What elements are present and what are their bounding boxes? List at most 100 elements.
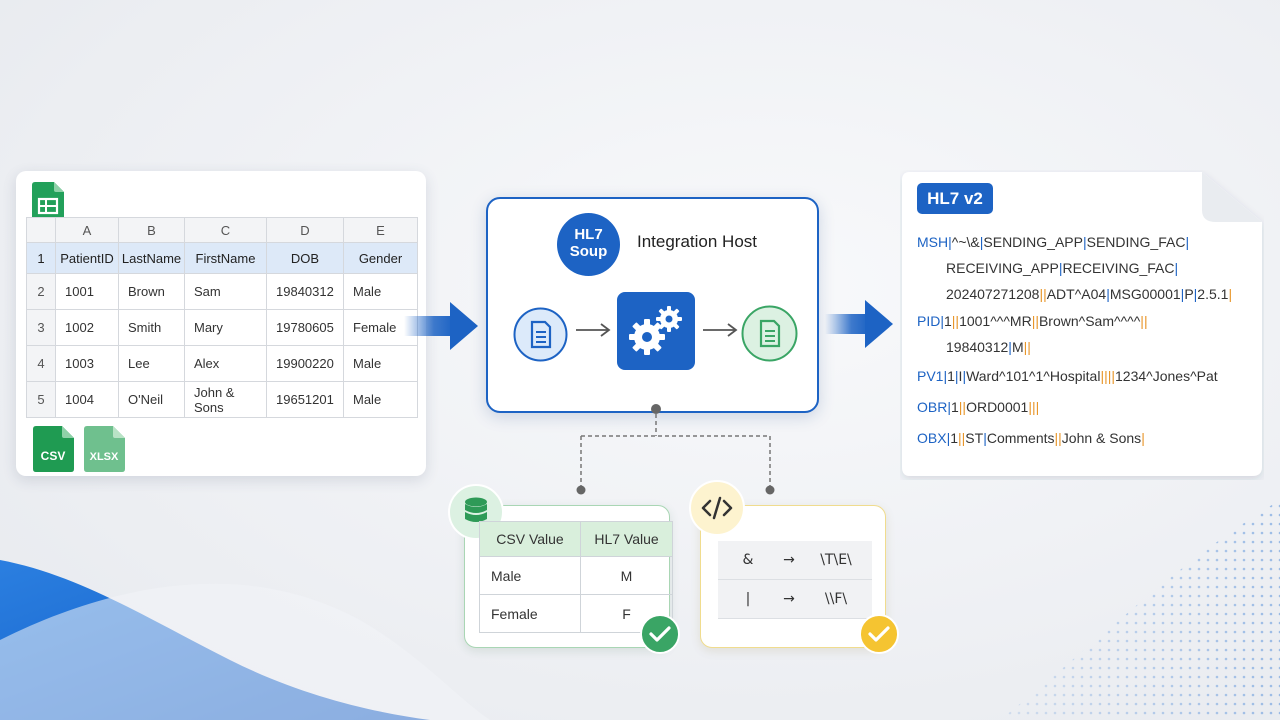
hl7-field: RECEIVING_FAC	[1062, 260, 1175, 276]
hl7-field: SENDING_FAC	[1086, 234, 1186, 250]
field-header: PatientID	[55, 242, 119, 274]
csv-file-icon: CSV	[33, 426, 74, 472]
table-cell: Male	[343, 345, 418, 382]
table-row: 2 1001 Brown Sam 19840312 Male	[26, 273, 418, 310]
column-header: C	[184, 217, 267, 243]
hl7-segment-pid-cont: 19840312|M||	[946, 339, 1031, 355]
arrow-right-icon	[576, 323, 611, 337]
hl7-field: ST	[965, 430, 984, 446]
hl7-segment-obx: OBX|1||ST|Comments||John & Sons|	[917, 430, 1145, 446]
table-cell: Lee	[118, 345, 185, 382]
source-document-icon	[513, 307, 568, 362]
hl7-value: M	[580, 556, 673, 595]
row-number: 2	[26, 273, 56, 310]
table-cell: 1003	[55, 345, 119, 382]
table-row: Male M	[479, 556, 673, 595]
hl7-field: RECEIVING_APP	[946, 260, 1059, 276]
logo-line-1: HL7	[574, 226, 603, 243]
hl7-soup-logo: HL7 Soup	[557, 213, 620, 276]
flow-arrow-in	[404, 302, 478, 350]
mapping-header: CSV Value	[479, 521, 581, 557]
hl7-field: ADT^A04	[1046, 286, 1107, 302]
table-cell: Smith	[118, 309, 185, 346]
arrow-right-icon	[703, 323, 738, 337]
table-cell: 19780605	[266, 309, 344, 346]
xlsx-label: XLSX	[90, 451, 119, 463]
hl7-field: 1	[943, 313, 952, 329]
hl7-field: P	[1184, 286, 1194, 302]
table-cell: 1002	[55, 309, 119, 346]
logo-line-2: Soup	[569, 243, 608, 260]
segment-name: PV1	[917, 368, 944, 384]
table-cell: 19651201	[266, 381, 344, 418]
row-number: 3	[26, 309, 56, 346]
yellow-check-icon	[859, 614, 899, 654]
escape-source: &	[718, 541, 778, 580]
table-cell: 19840312	[266, 273, 344, 310]
code-icon	[689, 480, 745, 536]
csv-value: Female	[479, 594, 581, 633]
segment-name: MSH	[917, 234, 949, 250]
hl7-field: M	[1011, 339, 1024, 355]
column-header: A	[55, 217, 119, 243]
escape-target: \T\E\	[800, 541, 872, 580]
output-document-icon	[741, 305, 798, 362]
hl7-document	[902, 172, 1262, 476]
hl7-field: 1	[950, 399, 959, 415]
field-header: DOB	[266, 242, 344, 274]
hl7-field: Comments	[986, 430, 1055, 446]
table-cell: 1004	[55, 381, 119, 418]
hl7-field: 202407271208	[946, 286, 1040, 302]
table-cell: Brown	[118, 273, 185, 310]
segment-name: OBR	[917, 399, 948, 415]
column-header: E	[343, 217, 418, 243]
hl7-segment-pid: PID|1||1001^^^MR||Brown^Sam^^^^||	[917, 313, 1148, 329]
hl7-version-tag: HL7 v2	[917, 183, 993, 214]
table-cell: John & Sons	[184, 381, 267, 418]
value-mapping-table: CSV Value HL7 Value Male M Female F	[479, 521, 673, 633]
table-cell: Sam	[184, 273, 267, 310]
table-cell: Alex	[184, 345, 267, 382]
csv-label: CSV	[41, 449, 66, 463]
hl7-field: 2.5.1	[1197, 286, 1229, 302]
table-row: 3 1002 Smith Mary 19780605 Female	[26, 309, 418, 346]
gear-processor	[617, 292, 695, 370]
hl7-field: I	[958, 368, 963, 384]
table-row: | → \\F\	[718, 579, 872, 619]
hl7-segment-pv1: PV1|1|I|Ward^101^1^Hospital||||1234^Jone…	[917, 368, 1218, 384]
table-row: & → \T\E\	[718, 541, 872, 580]
hl7-field: ^~\&	[951, 234, 980, 250]
mapping-header: HL7 Value	[580, 521, 673, 557]
hl7-segment-obr: OBR|1||ORD0001|||	[917, 399, 1040, 415]
table-cell: Male	[343, 381, 418, 418]
field-header: Gender	[343, 242, 418, 274]
table-row: 4 1003 Lee Alex 19900220 Male	[26, 345, 418, 382]
hl7-field: 1234^Jones^Pat	[1115, 368, 1218, 384]
escape-arrow: →	[778, 579, 800, 619]
escape-target: \\F\	[800, 579, 872, 619]
escape-rules-table: & → \T\E\ | → \\F\	[718, 541, 872, 619]
hl7-field: 19840312	[946, 339, 1009, 355]
hl7-field: 1	[947, 368, 955, 384]
column-header: D	[266, 217, 344, 243]
escape-source: |	[718, 579, 778, 619]
hl7-field: SENDING_APP	[983, 234, 1083, 250]
segment-name: OBX	[917, 430, 947, 446]
table-cell: 19900220	[266, 345, 344, 382]
hl7-field: 1001^^^MR	[959, 313, 1032, 329]
corner-cell	[26, 217, 56, 243]
green-check-icon	[640, 614, 680, 654]
table-cell: Male	[343, 273, 418, 310]
table-cell: O'Neil	[118, 381, 185, 418]
hl7-field: MSG00001	[1109, 286, 1181, 302]
host-title: Integration Host	[637, 232, 758, 251]
gears-icon	[629, 306, 682, 355]
escape-arrow: →	[778, 541, 800, 580]
hl7-segment-msh: MSH|^~\&|SENDING_APP|SENDING_FAC|	[917, 234, 1190, 250]
field-header: FirstName	[184, 242, 267, 274]
row-number: 4	[26, 345, 56, 382]
patient-spreadsheet: A B C D E 1 PatientID LastName FirstName…	[26, 217, 418, 418]
table-row: 5 1004 O'Neil John & Sons 19651201 Male	[26, 381, 418, 418]
hl7-segment-msh-cont: 202407271208||ADT^A04|MSG00001|P|2.5.1|	[946, 286, 1233, 302]
